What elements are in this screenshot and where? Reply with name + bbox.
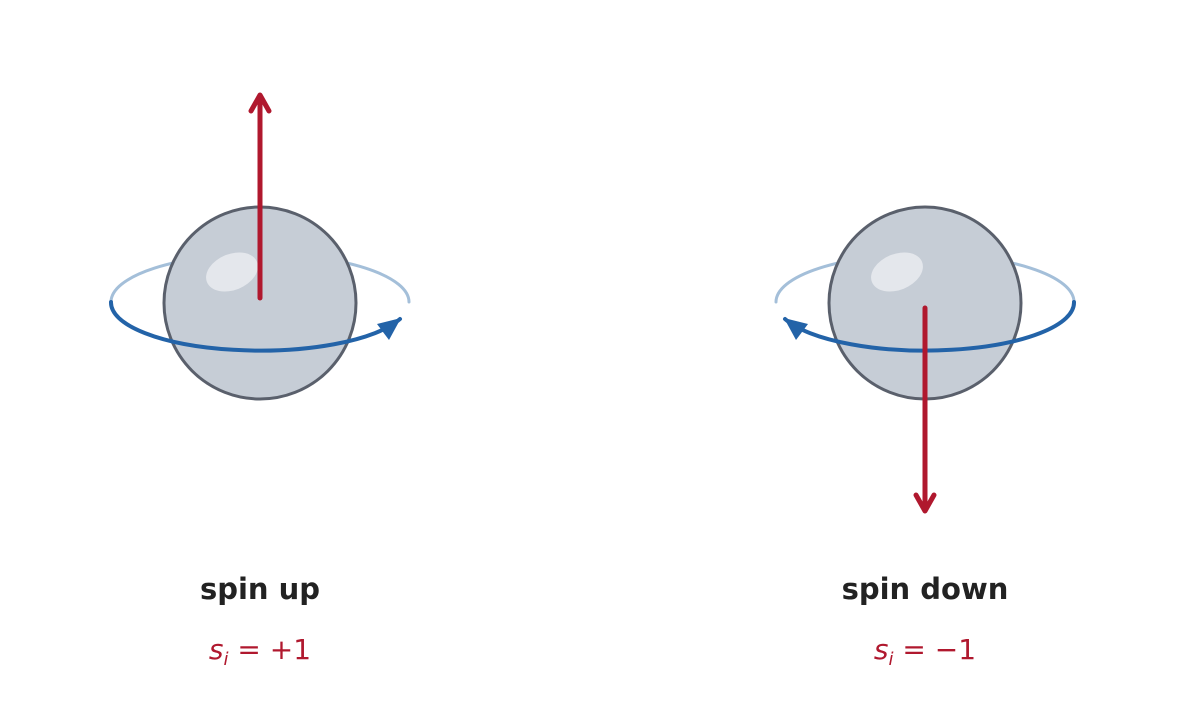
spin-up-equation: si = +1 [209, 633, 311, 670]
spin-down-panel: spin down si = −1 [774, 205, 1077, 670]
orbit-front-arc [108, 300, 402, 353]
orbit-arrowhead [784, 318, 808, 340]
spin-up-title: spin up [200, 572, 320, 606]
orbit-front-arc [783, 300, 1077, 353]
orbit-arrowhead [377, 318, 401, 340]
spin-arrowhead-down [913, 492, 937, 514]
sphere-highlight [206, 252, 258, 292]
sphere-highlight [871, 252, 923, 292]
spin-up-panel: spin up si = +1 [108, 92, 411, 670]
spin-down-title: spin down [842, 572, 1009, 606]
spin-arrowhead-up [248, 92, 272, 114]
spin-down-equation: si = −1 [874, 633, 976, 670]
